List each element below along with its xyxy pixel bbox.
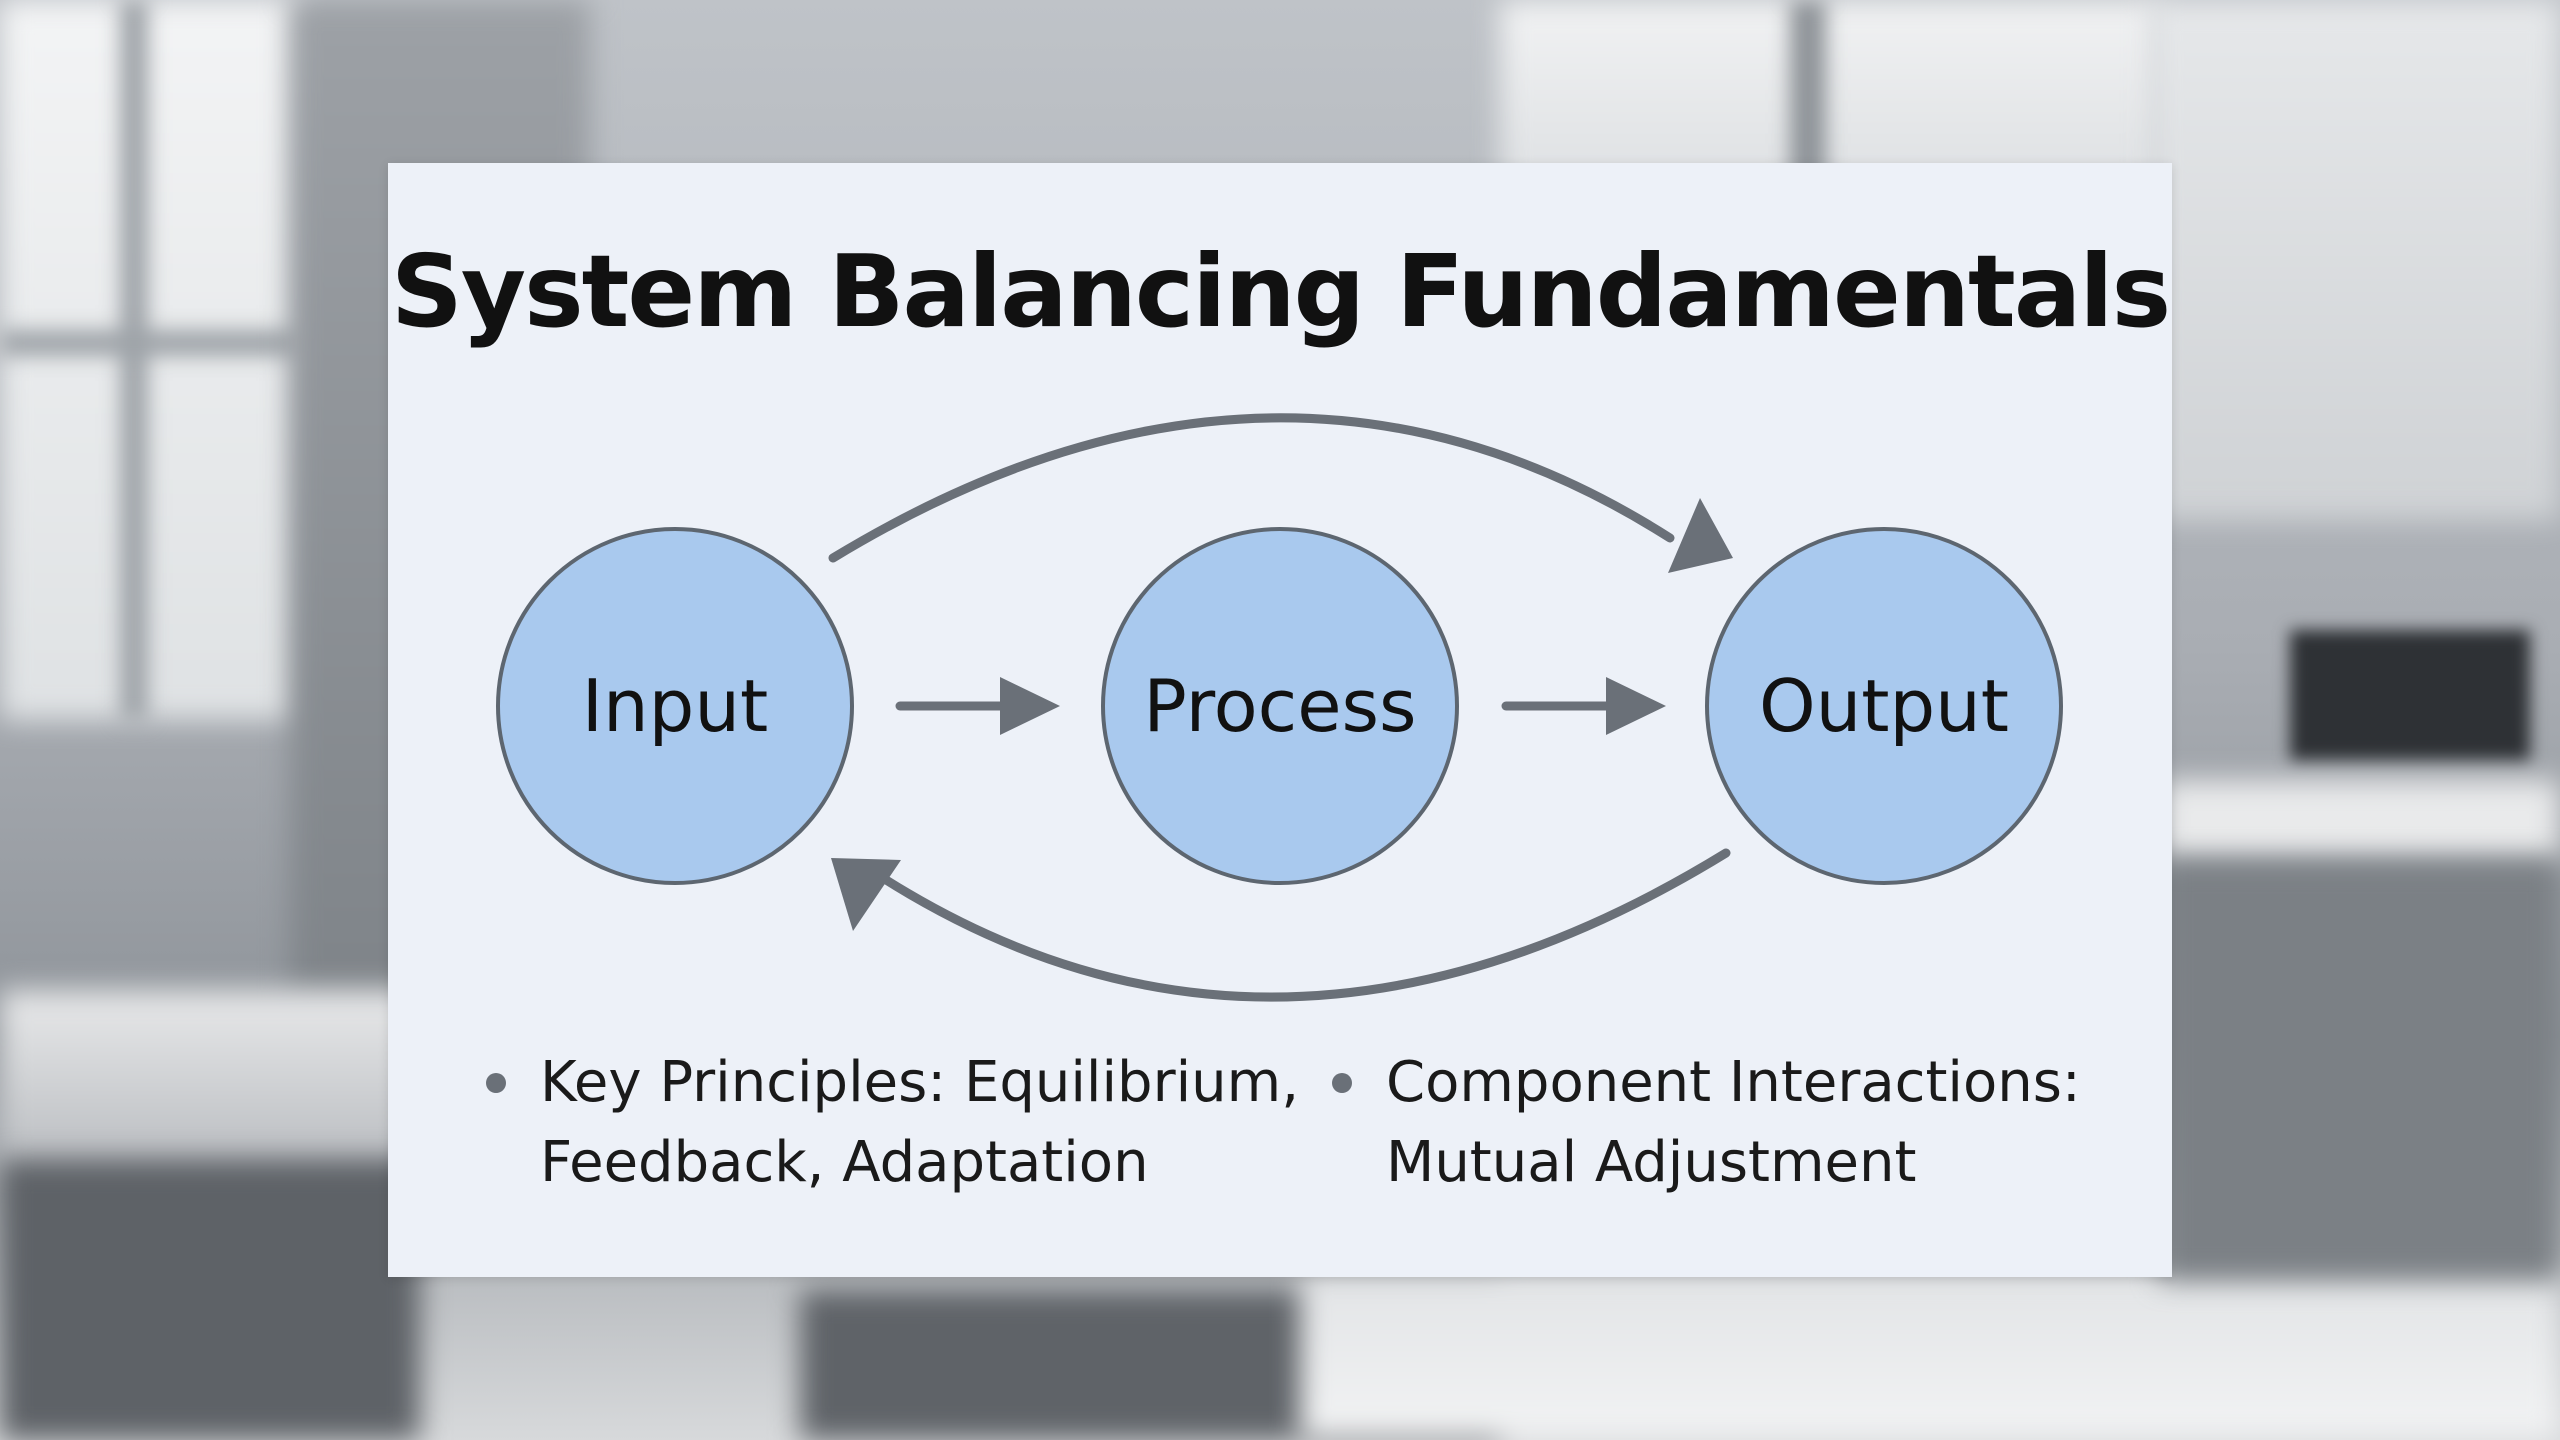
node-output-label: Output	[1759, 664, 2009, 748]
slide-title: System Balancing Fundamentals	[390, 233, 2171, 350]
background-window-frame	[120, 0, 148, 720]
node-input-label: Input	[582, 664, 768, 748]
bullet-line-2: Mutual Adjustment	[1386, 1130, 1917, 1195]
background-cabinet-base	[2160, 860, 2560, 1280]
arc-arrow-output-to-input	[878, 848, 1731, 1002]
slide-card: System Balancing Fundamentals Input Proc…	[388, 163, 2172, 1277]
node-output: Output	[1705, 527, 2063, 885]
system-flow-diagram: Input Process Output	[496, 413, 2063, 1002]
arc-arrowhead-input	[831, 858, 901, 931]
background-table	[1300, 1270, 2560, 1440]
bullet-line-1: Key Principles: Equilibrium,	[540, 1050, 1300, 1115]
background-counter	[2160, 780, 2560, 860]
node-process-label: Process	[1143, 664, 1416, 748]
bullet-line-2: Feedback, Adaptation	[540, 1130, 1149, 1195]
arc-arrow-input-to-output	[828, 413, 1675, 563]
background-counter	[0, 990, 450, 1170]
arc-arrowhead-output	[1668, 498, 1733, 573]
arrowhead-process	[1000, 677, 1060, 735]
background-window-left	[0, 0, 300, 720]
node-input: Input	[496, 527, 854, 885]
node-process: Process	[1101, 527, 1459, 885]
bullet-dot-icon	[1332, 1073, 1352, 1093]
arrowhead-output	[1606, 677, 1666, 735]
background-window-frame	[0, 330, 300, 356]
background-cabinet-base	[0, 1160, 420, 1440]
background-cabinet	[2150, 0, 2560, 520]
bullet-line-1: Component Interactions:	[1386, 1050, 2081, 1115]
bullet-dot-icon	[486, 1073, 506, 1093]
background-monitor	[2290, 630, 2530, 760]
